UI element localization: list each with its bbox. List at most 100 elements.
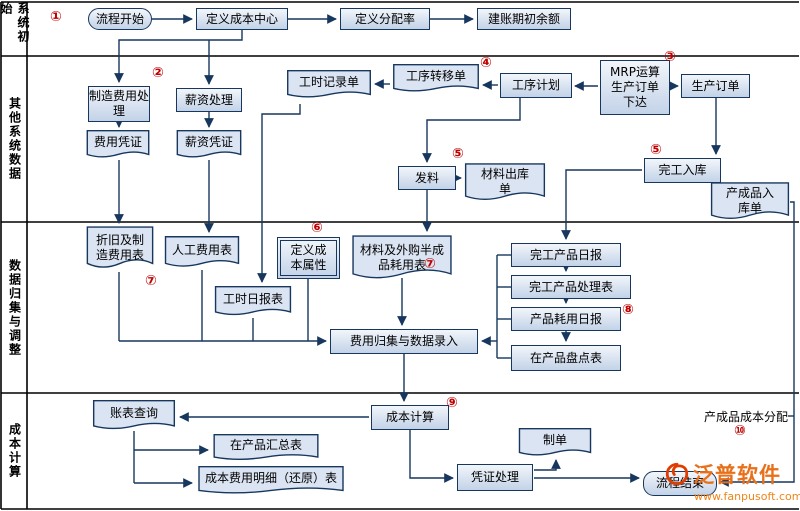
node-define-cost-attr: 定义成本属性 [277,237,340,279]
node-process-plan: 工序计划 [500,73,572,98]
node-finished-daily-report: 完工产品日报 [511,243,621,267]
node-label: 在产品盘点表 [529,350,602,365]
node-label: 工序转移单 [405,69,466,83]
doc-timesheet-daily: 工时日报表 [214,286,292,322]
node-label: 制单 [542,433,567,447]
node-label: 制造费用处理 [89,89,150,118]
document-shape [464,163,546,209]
watermark: 泛普软件 www.fanpusoft.com [664,459,800,503]
node-finished-process-table: 完工产品处理表 [511,275,631,299]
lane-data-collect: 数据归集与调整 [3,222,27,393]
finished-goods-cost-alloc-label: 产成品成本分配 [703,410,788,424]
doc-labor-cost-table: 人工费用表 [164,236,240,274]
fanpu-logo-icon [664,461,690,487]
lane-label-text: 系统初始 [0,2,30,44]
node-label: 完工产品处理表 [528,279,613,294]
document-shape [392,64,480,98]
node-label: 建账期初余额 [487,11,560,26]
step-badge-5b: ⑤ [650,142,662,158]
step-badge-1: ① [50,9,62,25]
node-label: 定义成本中心 [205,11,278,26]
lane-label-text: 成本计算 [7,423,22,479]
doc-expense-voucher: 费用凭证 [86,130,150,164]
node-label: 产成品入库单 [725,185,774,215]
node-label: 费用凭证 [93,135,142,149]
node-label: 工时记录单 [298,75,359,89]
document-shape [351,235,453,289]
node-process-start: 流程开始 [88,8,152,30]
brand-name: 泛普软件 [693,463,781,487]
node-label: 账表查询 [109,406,158,420]
document-shape [518,428,592,462]
doc-process-transfer: 工序转移单 [392,64,480,98]
node-label: 薪资处理 [184,92,233,107]
node-label: 发料 [414,170,439,185]
doc-finished-goods-in: 产成品入库单 [710,182,790,228]
node-label: 材料出库单 [480,166,529,196]
node-label: 在产品汇总表 [229,438,302,452]
node-label: 工序计划 [511,78,560,92]
step-badge-4: ④ [480,55,492,71]
document-shape [176,130,242,164]
lane-cost-calc: 成本计算 [3,393,27,509]
node-opening-balance: 建账期初余额 [477,8,571,30]
document-shape [86,130,150,164]
node-finish-warehouse-in: 完工入库 [644,158,721,183]
document-shape [710,182,790,228]
node-label: MRP运算生产订单下达 [610,65,660,109]
node-label: 费用归集与数据录入 [349,334,458,348]
document-shape [196,466,346,500]
doc-depreciation-table: 折旧及制造费用表 [86,226,154,278]
doc-account-query: 账表查询 [92,400,176,436]
node-issue-material: 发料 [398,166,456,190]
node-cost-calculation: 成本计算 [371,405,449,430]
node-voucher-processing: 凭证处理 [457,464,533,491]
document-shape [212,434,320,466]
node-mrp-run: MRP运算生产订单下达 [600,60,670,115]
node-define-cost-center: 定义成本中心 [196,8,288,30]
step-badge-9: ⑨ [446,395,458,411]
step-badge-8: ⑧ [622,302,634,318]
node-mfg-expense: 制造费用处理 [88,86,150,122]
doc-material-out: 材料出库单 [464,163,546,209]
node-label: 完工入库 [658,163,707,177]
node-label: 人工费用表 [171,243,232,257]
node-label: 成本计算 [385,410,434,424]
node-label: 完工产品日报 [529,247,602,262]
node-label: 定义分配率 [354,11,415,26]
document-shape [214,286,292,322]
node-consumption-daily-report: 产品耗用日报 [511,307,621,331]
doc-material-consumption: 材料及外购半成品耗用表 [351,235,453,289]
doc-cost-detail-table: 成本费用明细（还原）表 [196,466,346,500]
step-badge-5a: ⑤ [452,146,464,162]
step-badge-6: ⑥ [311,220,323,236]
node-label: 产品耗用日报 [529,311,602,326]
doc-wip-summary: 在产品汇总表 [212,434,320,466]
step-badge-10: ⑩ [734,423,746,439]
node-label: 材料及外购半成品耗用表 [359,242,444,272]
step-badge-7a: ⑦ [145,273,157,289]
step-badge-3: ③ [664,49,676,65]
lane-label-text: 数据归集与调整 [7,258,22,357]
document-shape [286,70,372,104]
step-badge-7b: ⑦ [424,256,436,272]
node-label: 薪资凭证 [184,135,233,149]
lane-other-systems: 其他系统数据 [3,56,27,222]
node-label: 流程开始 [95,11,144,26]
step-badge-2: ② [152,65,164,81]
node-label: 凭证处理 [470,470,519,484]
document-shape [92,400,176,436]
brand-url: www.fanpusoft.com [694,490,800,503]
node-expense-collect-entry: 费用归集与数据录入 [330,329,478,354]
node-payroll: 薪资处理 [176,88,242,112]
node-wip-inventory-table: 在产品盘点表 [511,345,621,371]
node-label: 工时日报表 [222,292,283,306]
node-label: 折旧及制造费用表 [95,232,144,262]
lane-system-init: 系统初始 [0,2,30,56]
doc-make-voucher: 制单 [518,428,592,462]
node-label: 生产订单 [691,78,740,93]
node-label: 定义成本属性 [290,243,327,272]
node-define-alloc-rate: 定义分配率 [340,8,430,30]
